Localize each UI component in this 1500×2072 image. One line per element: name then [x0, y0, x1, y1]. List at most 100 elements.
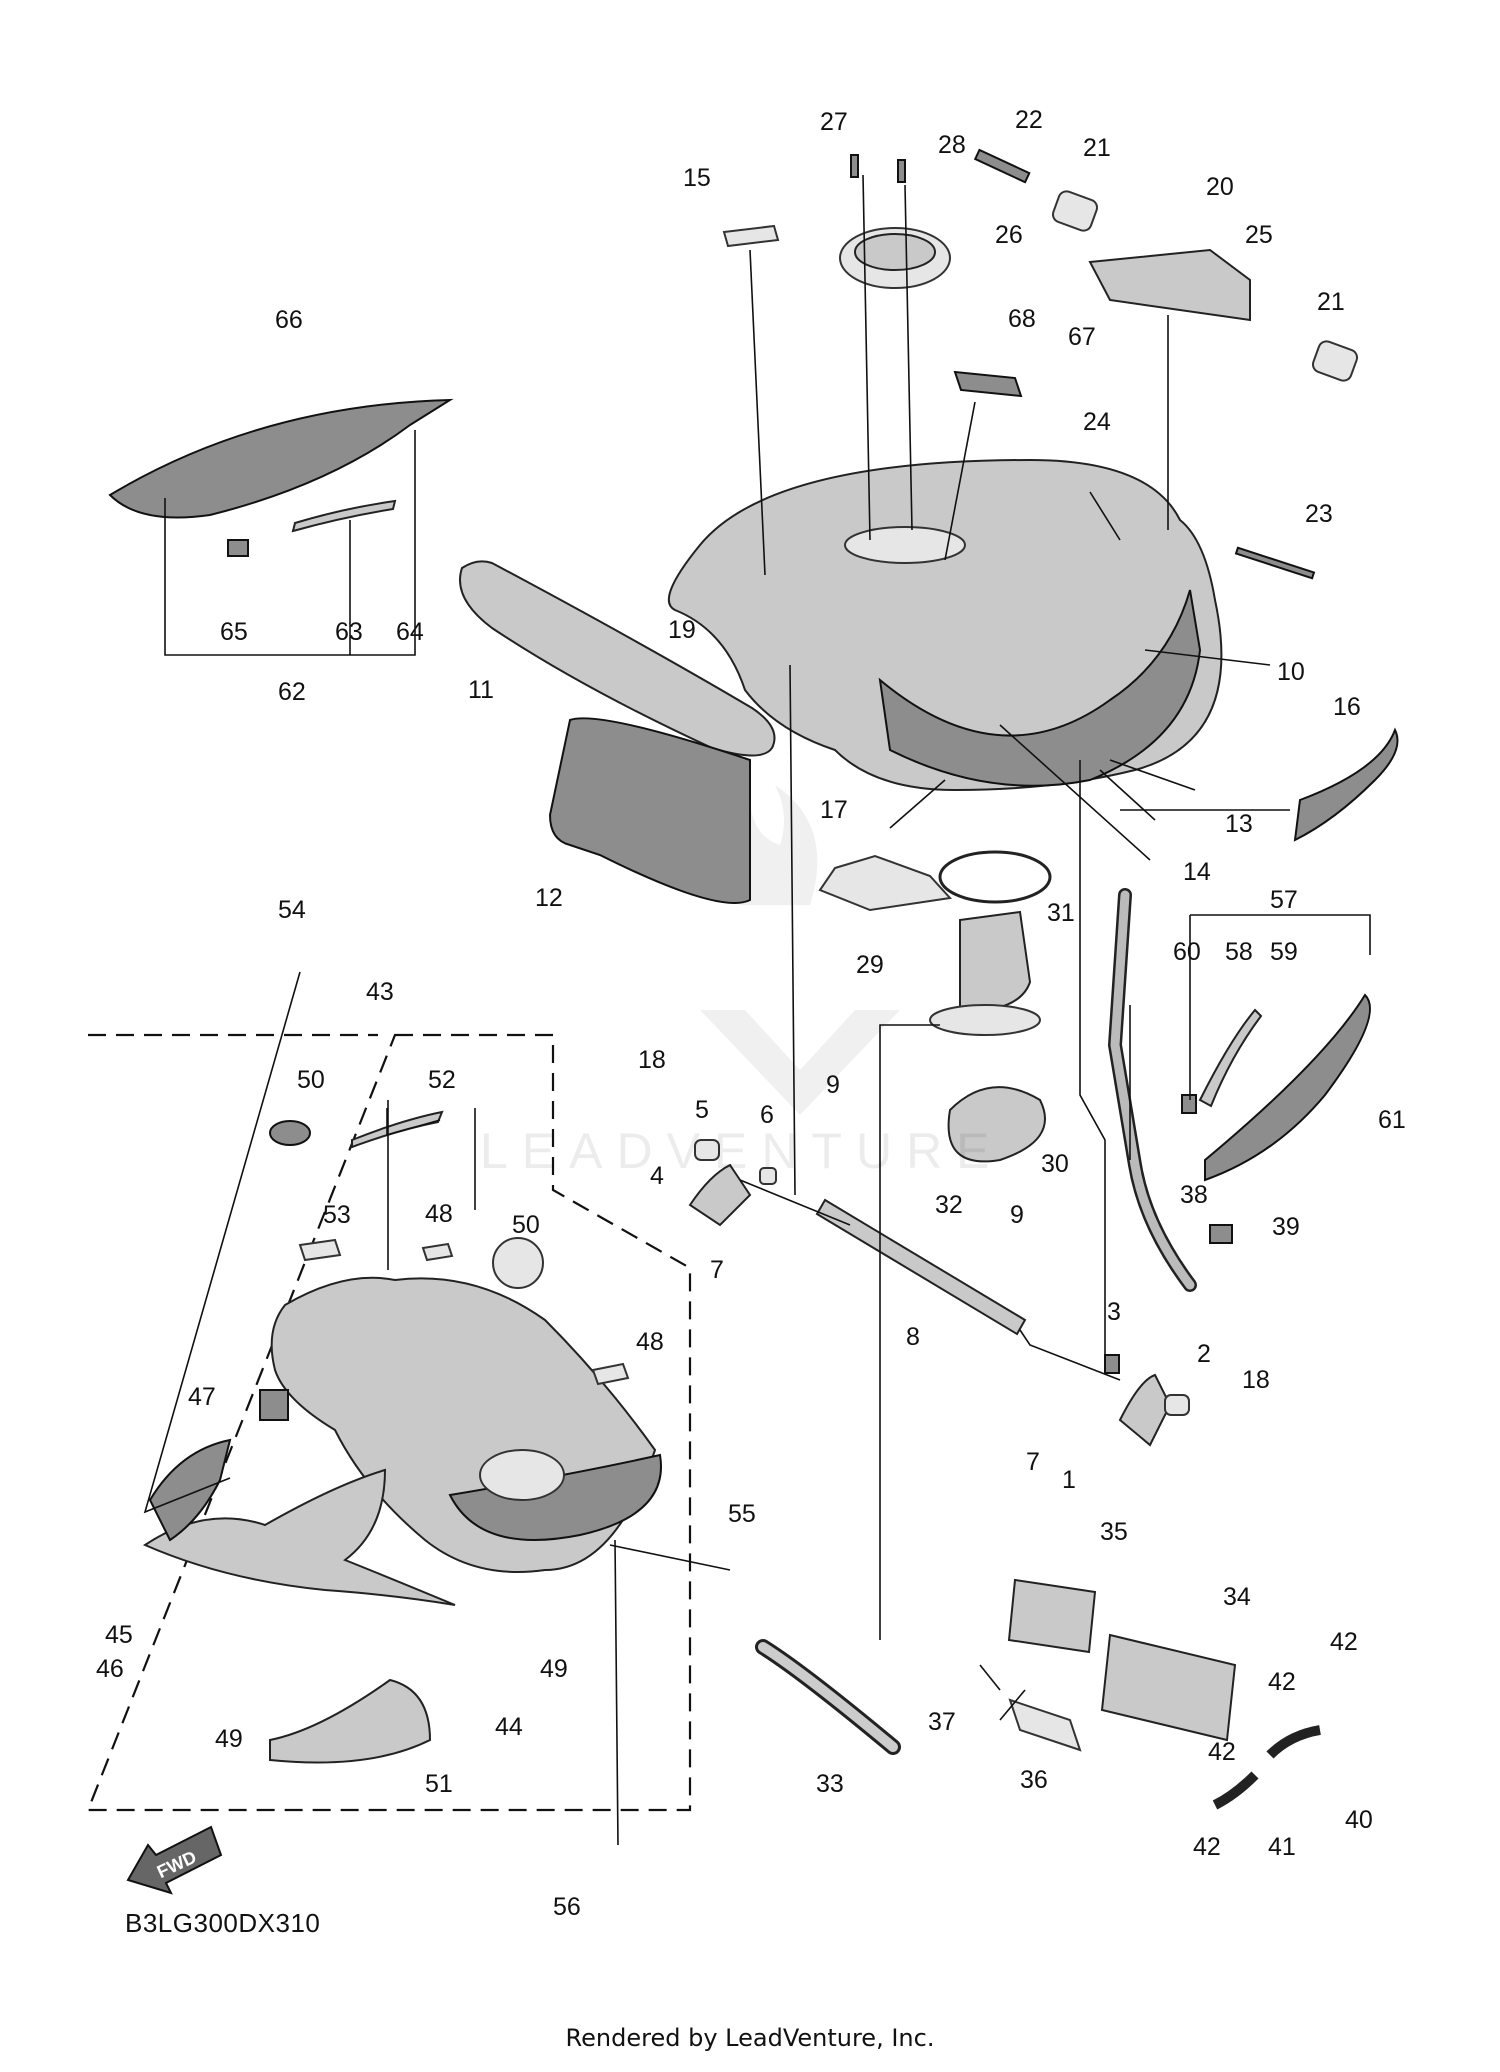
tank-cover-43: [270, 1276, 662, 1573]
bolt-22: [973, 148, 1031, 184]
callout-16: 16: [1333, 693, 1361, 721]
emblem-50-left: [269, 1120, 311, 1146]
callouts: 1 2 3 4 5 6 7 7 8 9 9 10 11 12 13 14 15 …: [96, 106, 1406, 1921]
cover-35: [1007, 1578, 1097, 1654]
callout-48-upper: 48: [425, 1200, 453, 1228]
callout-42-b: 42: [1268, 1668, 1296, 1696]
o-ring-31: [938, 850, 1052, 904]
tank-side-trim-11: [459, 560, 776, 757]
fuel-cap-assembly: [839, 227, 951, 289]
collar-21-lower: [1311, 340, 1359, 382]
callout-62: 62: [278, 678, 306, 706]
callout-47: 47: [188, 1383, 216, 1411]
side-cover-62: [108, 398, 454, 557]
callout-49-left: 49: [215, 1725, 243, 1753]
callout-9-upper: 9: [826, 1071, 840, 1099]
label-48-lower: [591, 1362, 630, 1386]
callout-52: 52: [428, 1066, 456, 1094]
callout-21-lower: 21: [1317, 288, 1345, 316]
callout-42-c: 42: [1208, 1738, 1236, 1766]
callout-25: 25: [1245, 221, 1273, 249]
diagram-code: B3LG300DX310: [125, 1908, 321, 1938]
callout-43: 43: [366, 978, 394, 1006]
callout-65: 65: [220, 618, 248, 646]
bracket-36: [1008, 1698, 1082, 1752]
watermark-text: LEADVENTURE: [480, 1123, 1004, 1179]
callout-63: 63: [335, 618, 363, 646]
label-48-upper: [421, 1242, 454, 1262]
emblem-area: [479, 1449, 565, 1501]
cover-44-front: [148, 1438, 232, 1542]
callout-11: 11: [468, 676, 494, 704]
insulator-12: [548, 717, 751, 904]
callout-67: 67: [1068, 323, 1096, 351]
callout-45: 45: [105, 1621, 133, 1649]
callout-3: 3: [1107, 1298, 1121, 1326]
fuel-pump-29: [929, 910, 1041, 1036]
callout-55: 55: [728, 1500, 756, 1528]
callout-28: 28: [938, 131, 966, 159]
callout-58: 58: [1225, 938, 1253, 966]
label-15: [722, 224, 780, 248]
emblem-50-right: [492, 1237, 544, 1289]
callout-50-lower: 50: [512, 1211, 540, 1239]
callout-20: 20: [1206, 173, 1234, 201]
callout-35: 35: [1100, 1518, 1128, 1546]
callout-37: 37: [928, 1708, 956, 1736]
callout-14: 14: [1183, 858, 1211, 886]
label-53: [298, 1238, 342, 1262]
callout-39: 39: [1272, 1213, 1300, 1241]
callout-57: 57: [1270, 886, 1298, 914]
callout-68: 68: [1008, 305, 1036, 333]
callout-13: 13: [1225, 810, 1253, 838]
pad-17: [818, 854, 952, 912]
callout-60: 60: [1173, 938, 1201, 966]
callout-6: 6: [760, 1101, 774, 1129]
callout-1: 1: [1062, 1466, 1076, 1494]
callout-7-lower: 7: [1026, 1448, 1040, 1476]
callout-17: 17: [820, 796, 848, 824]
callout-19: 19: [668, 616, 696, 644]
gasket-30: [947, 1086, 1046, 1163]
callout-41: 41: [1268, 1833, 1296, 1861]
callout-18-upper: 18: [638, 1046, 666, 1074]
clip-65: [227, 539, 249, 557]
callout-61: 61: [1378, 1106, 1406, 1134]
callout-56: 56: [553, 1893, 581, 1921]
callout-64: 64: [396, 618, 424, 646]
bolt-28: [897, 159, 906, 183]
collar-6: [759, 1167, 777, 1185]
callout-59: 59: [1270, 938, 1298, 966]
collar-3: [1104, 1354, 1120, 1374]
grommet-47: [259, 1389, 289, 1421]
callout-34: 34: [1223, 1583, 1251, 1611]
callout-18-lower: 18: [1242, 1366, 1270, 1394]
trim-52: [351, 1110, 444, 1149]
side-cover-57: [1181, 993, 1371, 1182]
callout-33: 33: [816, 1770, 844, 1798]
callout-54: 54: [278, 896, 306, 924]
collar-21-upper: [1051, 190, 1099, 232]
callout-42-d: 42: [1193, 1833, 1221, 1861]
callout-44: 44: [495, 1713, 523, 1741]
damper-2: [1164, 1394, 1190, 1416]
callout-22: 22: [1015, 106, 1043, 134]
callout-50-upper: 50: [297, 1066, 325, 1094]
callout-21-upper: 21: [1083, 134, 1111, 162]
callout-4: 4: [650, 1162, 664, 1190]
callout-27: 27: [820, 108, 848, 136]
callout-5: 5: [695, 1096, 709, 1124]
bracket-4: [688, 1163, 752, 1227]
fwd-arrow: FWD: [126, 1825, 223, 1895]
bracket-1: [1118, 1373, 1172, 1447]
callout-23: 23: [1305, 500, 1333, 528]
hose-41: [1212, 1771, 1259, 1810]
callout-49-right: 49: [540, 1655, 568, 1683]
callout-12: 12: [535, 884, 563, 912]
label-68: [953, 370, 1023, 398]
callout-2: 2: [1197, 1340, 1211, 1368]
footer-credit: Rendered by LeadVenture, Inc.: [565, 2024, 935, 2052]
callout-36: 36: [1020, 1766, 1048, 1794]
callout-29: 29: [856, 951, 884, 979]
